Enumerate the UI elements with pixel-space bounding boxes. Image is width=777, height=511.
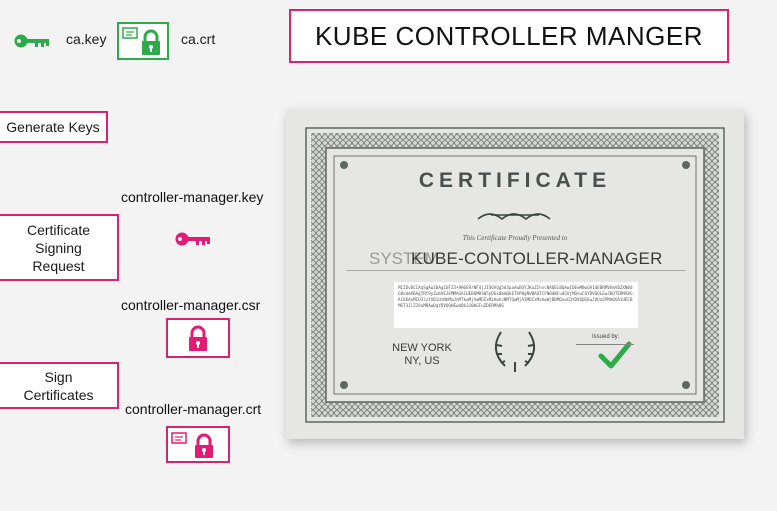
title-box: KUBE CONTROLLER MANGER [289,9,729,63]
key-icon [175,232,210,246]
ca-key-label: ca.key [66,31,107,47]
certificate-heading: CERTIFICATE [418,169,612,192]
checkmark-icon [598,341,632,369]
location-state: NY, US [404,355,440,367]
certificate-hash: MIIDvDCCAqSgAwIBAgIUFZ3+9H6ERrNF4jJIS6VQ… [394,282,638,328]
controller-manager-crt-label: controller-manager.crt [125,401,262,417]
ornament-divider [477,213,551,221]
location-city: NEW YORK [392,342,452,354]
name-underline [346,270,686,271]
certificate-icon [166,426,230,463]
ca-certificate-icon [117,22,169,60]
certificate-presented-text: This Certificate Proudly Presented to [462,234,568,242]
certificate-name: KUBE-CONTOLLER-MANAGER [411,249,663,268]
certificate-name-prefix: SYSTEM [369,249,439,268]
certificate: CERTIFICATE This Certificate Proudly Pre… [286,110,744,439]
step-label: Sign Certificates [23,368,94,403]
certificate-location: NEW YORK NY, US [374,342,470,368]
controller-manager-key-label: controller-manager.key [121,189,264,205]
issued-by-label: Issued by: [592,334,620,340]
controller-manager-csr-label: controller-manager.csr [121,297,261,313]
step-generate-keys: Generate Keys [0,111,108,143]
certificate-border [305,127,725,423]
step-label: Certificate Signing Request [26,221,91,274]
step-sign-certificates: Sign Certificates [0,362,119,409]
ca-key-icon [14,34,49,48]
ca-crt-label: ca.crt [181,31,216,47]
signature-line [576,344,634,345]
step-certificate-signing-request: Certificate Signing Request [0,214,119,281]
csr-lock-icon [166,318,230,358]
step-label: Generate Keys [6,119,100,135]
page-title: KUBE CONTROLLER MANGER [314,20,704,51]
laurel-wreath-icon [494,331,536,372]
